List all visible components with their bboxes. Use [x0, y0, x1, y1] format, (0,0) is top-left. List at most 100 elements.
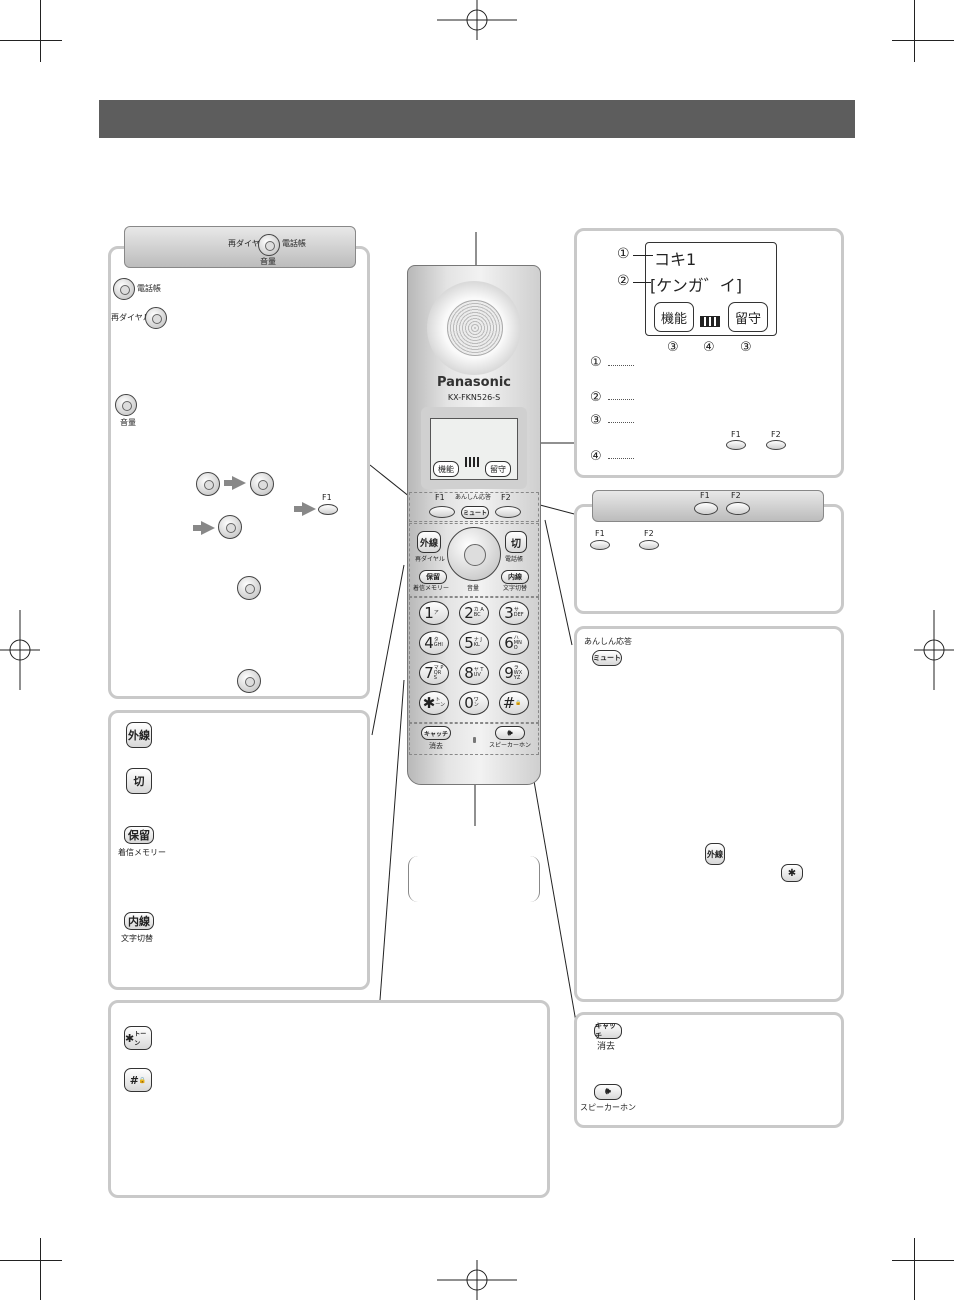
display-illustration	[645, 242, 777, 336]
dial-key-sub: トーン	[435, 697, 446, 708]
f2-key-icon	[639, 540, 659, 550]
hash-key: #🔒	[124, 1068, 152, 1092]
callout-line	[633, 255, 653, 256]
charge-lamp	[473, 737, 476, 743]
f1-button[interactable]	[429, 506, 455, 518]
f2-label: F2	[731, 491, 741, 500]
catch-button[interactable]: キャッチ	[421, 726, 451, 740]
callout-line	[633, 282, 651, 283]
legend-num-4: ④	[590, 449, 602, 464]
charge-lamp-callout	[408, 856, 540, 902]
shokyo-label: 消去	[429, 742, 443, 750]
callout-3: ③	[740, 340, 752, 355]
dial-key-number: 9	[504, 664, 514, 682]
nav-area	[409, 523, 539, 597]
crop-mark	[914, 1238, 915, 1300]
legend-dots	[608, 422, 634, 423]
handset-illustration: Panasonic KX-FKN526-S 機能 留守 F1 あんしん応答 F2…	[407, 265, 541, 785]
catch-key-icon: キャッチ	[594, 1022, 622, 1040]
kiri-key: 切	[126, 768, 152, 794]
volume-label: 音量	[467, 585, 480, 592]
softkey-header	[592, 490, 824, 522]
f2-label: F2	[501, 493, 511, 502]
display-softkey-left: 機能	[654, 302, 694, 332]
f2-button[interactable]	[495, 506, 521, 518]
dial-key-number: 5	[464, 634, 474, 652]
anshin-label: あんしん応答	[584, 637, 632, 646]
registration-mark	[914, 610, 954, 690]
crop-mark	[0, 40, 62, 41]
dial-key-sub: 🔒	[515, 699, 522, 706]
chakushin-memory-label: 着信メモリー	[413, 585, 450, 592]
dial-key-number: 3	[504, 604, 514, 622]
screen-softkey-left: 機能	[433, 461, 459, 477]
speakerphone-label: スピーカーホン	[580, 1103, 636, 1112]
gaisen-key-icon: 外線	[705, 843, 725, 865]
dial-key-sub: ナ JKL	[473, 637, 482, 648]
dial-key-sub: ハ MNO	[513, 634, 522, 651]
nav-button[interactable]	[447, 527, 501, 581]
crop-mark	[40, 0, 41, 62]
callout-4: ④	[703, 340, 715, 355]
gaisen-key: 外線	[126, 722, 152, 748]
nav-updown-icon	[115, 394, 137, 416]
star-hash-panel	[108, 1000, 550, 1198]
f1-key-icon	[694, 502, 718, 515]
naisen-button[interactable]: 内線	[501, 570, 529, 584]
legend-num-1: ①	[590, 355, 602, 370]
dial-key-number: 8	[464, 664, 474, 682]
f2-key-icon	[726, 502, 750, 515]
dial-key[interactable]: #🔒	[499, 691, 529, 715]
gaisen-button[interactable]: 外線	[417, 531, 441, 553]
phonebook-label: 電話帳	[282, 239, 306, 248]
navigation-key-header	[124, 226, 356, 268]
dial-key-sub: タ GHI	[433, 637, 443, 648]
f1-key-icon	[590, 540, 610, 550]
screen-softkey-right: 留守	[485, 461, 511, 477]
crop-mark	[40, 1238, 41, 1300]
callout-2: ②	[617, 273, 630, 289]
horyu-button[interactable]: 保留	[419, 570, 447, 584]
mute-button[interactable]: ミュート	[461, 506, 489, 519]
moji-kirikae-label: 文字切替	[121, 934, 153, 943]
star-key: ✱トーン	[124, 1026, 152, 1050]
nav-key-icon	[218, 515, 242, 539]
volume-label: 音量	[260, 257, 276, 266]
moji-kirikae-label: 文字切替	[503, 585, 528, 592]
crop-mark	[914, 0, 915, 62]
nav-updown-icon	[237, 576, 261, 600]
signal-icon	[465, 457, 479, 467]
phonebook-label: 電話帳	[505, 556, 524, 563]
dial-key-number: ✱	[422, 694, 436, 712]
f1-key-icon	[318, 504, 338, 515]
shokyo-label: 消去	[597, 1042, 616, 1052]
nav-right-icon	[113, 278, 135, 300]
dialpad-area	[409, 597, 539, 723]
crop-mark	[892, 1260, 954, 1261]
nav-updown-icon	[237, 669, 261, 693]
dial-key-sub: サ DEF	[513, 607, 524, 618]
f2-label: F2	[644, 529, 654, 538]
registration-mark	[437, 1260, 517, 1300]
legend-dots	[608, 365, 634, 366]
battery-icon	[700, 316, 720, 327]
kiri-button[interactable]: 切	[505, 531, 527, 553]
phonebook-label: 電話帳	[137, 284, 161, 293]
speaker-button[interactable]: 🕪	[495, 726, 525, 740]
legend-dots	[608, 399, 634, 400]
horyu-key: 保留	[124, 826, 154, 844]
dial-key[interactable]: ✱トーン	[419, 691, 449, 715]
dial-key-number: 6	[504, 634, 514, 652]
volume-label: 音量	[120, 418, 136, 427]
f1-key-icon	[726, 440, 746, 450]
